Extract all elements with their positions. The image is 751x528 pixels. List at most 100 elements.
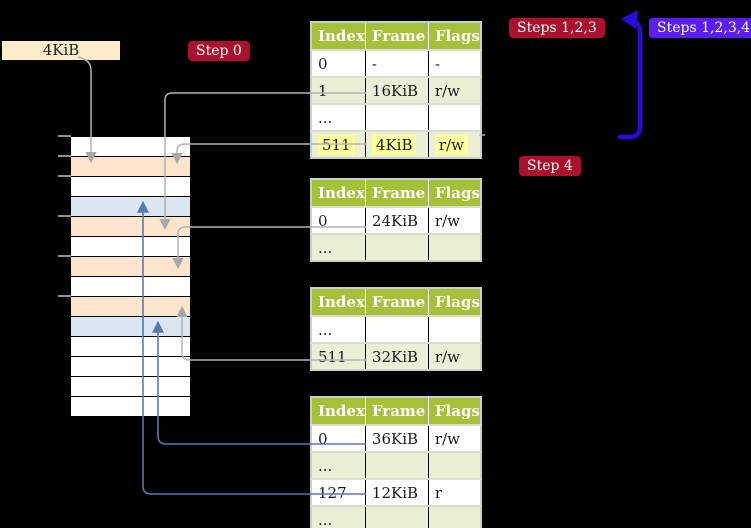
table-row: ...	[311, 451, 481, 479]
table-cell: 511	[311, 342, 366, 370]
memory-frame-row-page-table	[71, 217, 190, 237]
table-cell: 0	[311, 424, 366, 452]
table-cell: ...	[311, 315, 366, 343]
table-cell: 4KiB	[364, 130, 429, 158]
table-cell: r/w	[427, 424, 481, 452]
memory-frame-row-page-table	[71, 157, 190, 177]
table-cell: 1	[311, 76, 366, 104]
table-cell	[427, 451, 481, 479]
memory-frame-row-free	[71, 397, 190, 417]
table-cell: 0	[311, 49, 366, 77]
table-cell	[364, 103, 429, 131]
memory-frame-row-free	[71, 377, 190, 397]
memory-frame-row-free	[71, 277, 190, 297]
highlighted-value: 4KiB	[371, 134, 417, 155]
table-cell: 24KiB	[364, 206, 429, 234]
badge-step-4: Step 4	[519, 156, 581, 176]
memory-tick	[58, 135, 71, 137]
memory-tick	[58, 175, 71, 177]
frame-size-label: 4KiB	[2, 41, 120, 60]
column-header: Index	[311, 397, 366, 425]
table-cell: r/w	[427, 130, 481, 158]
memory-tick	[58, 295, 71, 297]
table-cell: r	[427, 478, 481, 506]
column-header: Index	[311, 179, 366, 207]
badge-steps-1-2-3: Steps 1,2,3	[509, 18, 605, 38]
arrow-recursive-loop-head	[621, 10, 638, 29]
column-header: Index	[311, 22, 366, 50]
column-header: Frame	[364, 179, 429, 207]
memory-frame-row-page-table	[71, 297, 190, 317]
memory-column	[71, 136, 190, 417]
table-cell	[364, 315, 429, 343]
table-cell	[427, 315, 481, 343]
table-cell	[427, 505, 481, 528]
table-cell: 12KiB	[364, 478, 429, 506]
table-cell: r/w	[427, 342, 481, 370]
column-header: Frame	[364, 22, 429, 50]
table-row: ...	[311, 315, 481, 343]
table-cell: -	[427, 49, 481, 77]
badge-step-0: Step 0	[188, 41, 250, 61]
memory-frame-row-mapped	[71, 317, 190, 337]
table-cell: ...	[311, 233, 366, 261]
table-row: ...	[311, 505, 481, 528]
memory-tick	[58, 155, 71, 157]
table-cell: 0	[311, 206, 366, 234]
table-cell: 127	[311, 478, 366, 506]
table-cell: ...	[311, 505, 366, 528]
table-cell	[364, 505, 429, 528]
highlighted-value: 511	[318, 134, 355, 155]
table-cell: -	[364, 49, 429, 77]
highlighted-value: r/w	[434, 134, 468, 155]
table-cell	[364, 233, 429, 261]
column-header: Frame	[364, 397, 429, 425]
memory-frame-row-mapped	[71, 197, 190, 217]
table-cell: ...	[311, 103, 366, 131]
table-cell: 511	[311, 130, 366, 158]
memory-frame-row-free	[71, 137, 190, 157]
table-cell	[427, 233, 481, 261]
memory-frame-row-free	[71, 357, 190, 377]
table-row: ...	[311, 233, 481, 261]
memory-frame-row-free	[71, 337, 190, 357]
arrow-recursive-loop	[617, 19, 643, 140]
table-row: ...	[311, 103, 481, 131]
table-cell: r/w	[427, 206, 481, 234]
memory-frame-row-free	[71, 237, 190, 257]
memory-tick	[58, 255, 71, 257]
badge-steps-1-2-3-4: Steps 1,2,3,4	[649, 18, 751, 38]
memory-tick	[58, 215, 71, 217]
table-row: 511 4KiB r/w	[311, 130, 481, 158]
column-header: Frame	[364, 288, 429, 316]
table-cell: ...	[311, 451, 366, 479]
table-cell: r/w	[427, 76, 481, 104]
memory-frame-row-page-table	[71, 257, 190, 277]
column-header: Flags	[427, 288, 481, 316]
table-cell: 16KiB	[364, 76, 429, 104]
table-row: 0--	[311, 49, 481, 77]
column-header: Flags	[427, 179, 481, 207]
table-cell: 32KiB	[364, 342, 429, 370]
column-header: Flags	[427, 22, 481, 50]
column-header: Flags	[427, 397, 481, 425]
table-cell	[427, 103, 481, 131]
table-cell: 36KiB	[364, 424, 429, 452]
memory-ticks	[58, 135, 71, 416]
column-header: Index	[311, 288, 366, 316]
table-cell	[364, 451, 429, 479]
